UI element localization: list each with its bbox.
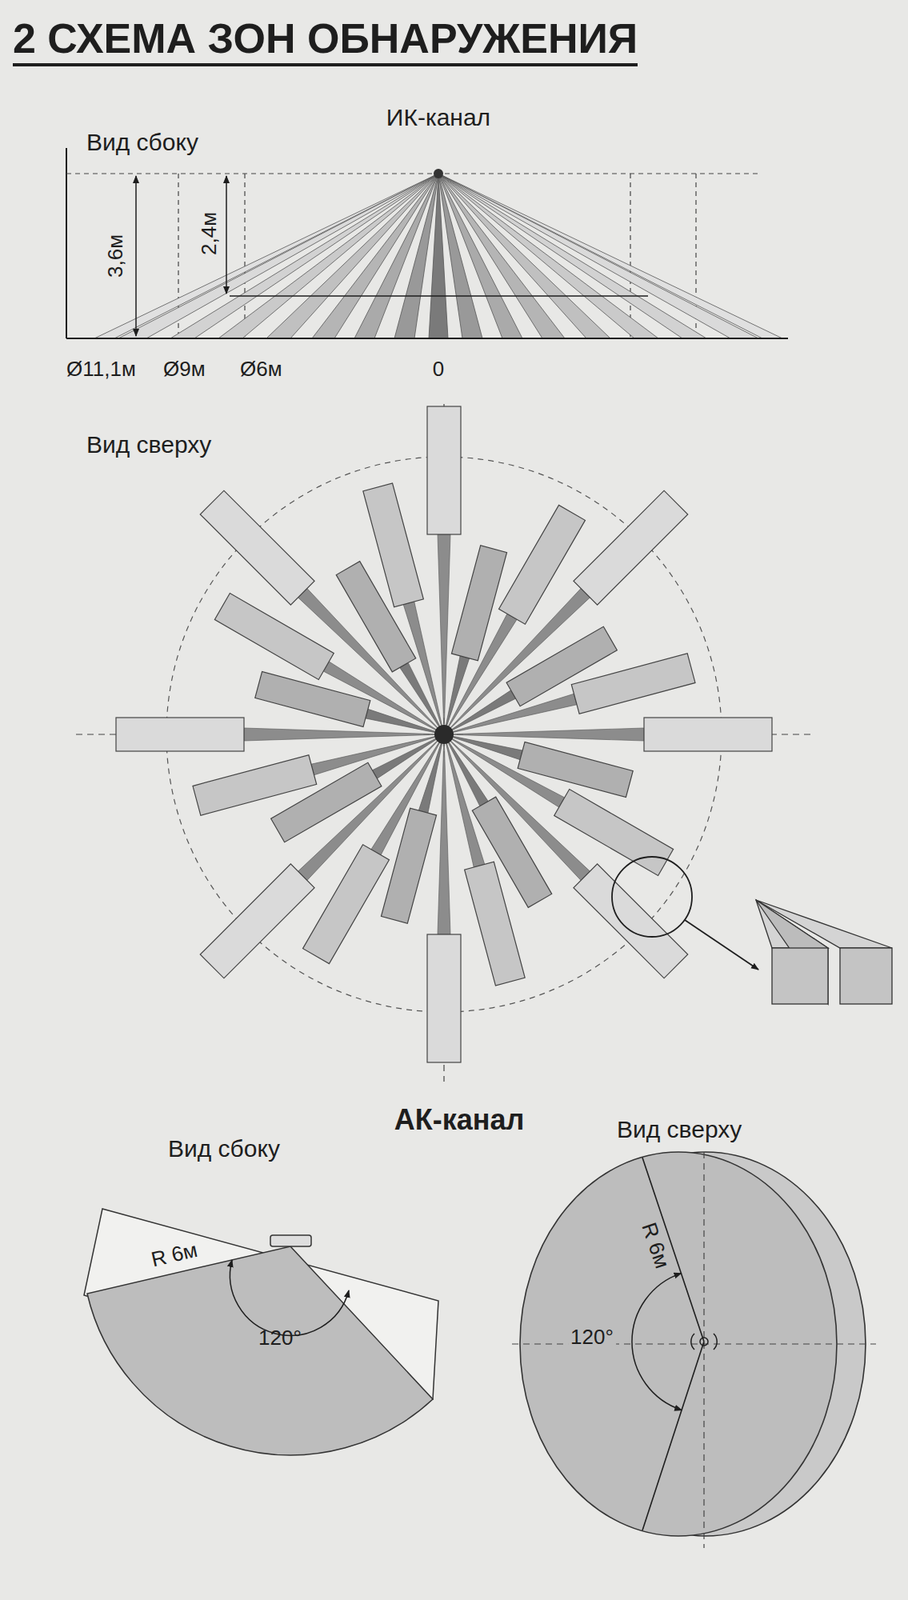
- ir-zone: [432, 728, 552, 908]
- axis-line: [512, 1343, 876, 1344]
- angle-arc: [632, 1273, 682, 1411]
- radius-line: [642, 1341, 704, 1531]
- view-heading: Вид сверху: [86, 431, 212, 460]
- inset-arrow: [684, 920, 759, 970]
- ir-zones: [116, 406, 772, 1063]
- sensor-point: [434, 724, 454, 744]
- ir-beam: [438, 173, 707, 339]
- sensor-symbol: [691, 1333, 717, 1350]
- page-title: 2 СХЕМА ЗОН ОБНАРУЖЕНИЯ: [12, 16, 638, 67]
- view-heading: Вид сбоку: [86, 128, 199, 157]
- sensor-symbol: [700, 1337, 708, 1346]
- view-heading: Вид сверху: [616, 1116, 742, 1144]
- angle-label: 120°: [258, 1326, 302, 1351]
- ak-side-view: [84, 1208, 439, 1456]
- ir-zone: [336, 561, 456, 742]
- angle-label: 120°: [568, 1325, 616, 1350]
- ak-sector: [87, 1246, 433, 1456]
- dimension-arrow: [225, 176, 228, 294]
- ir-side-view: [66, 148, 788, 339]
- zone-wedge: [756, 900, 892, 948]
- mount-height-line: [66, 172, 760, 174]
- ir-beam: [266, 173, 439, 339]
- ir-zone: [380, 731, 457, 924]
- zone-box: [772, 948, 828, 1004]
- ir-zone: [255, 671, 448, 748]
- dimension-label: Ø11,1м: [66, 357, 136, 382]
- floor-line: [66, 337, 788, 340]
- sensor-housing: [270, 1235, 312, 1247]
- angle-arc: [230, 1260, 349, 1336]
- dimension-label: 0: [432, 357, 444, 382]
- ak-zone: [520, 1152, 837, 1536]
- channel-heading: ИК-канал: [386, 104, 491, 132]
- ir-beam: [94, 173, 439, 339]
- diameter-guide: [244, 173, 245, 339]
- ir-zone: [271, 722, 452, 842]
- axis-line: [703, 1152, 704, 1548]
- reference-line: [65, 148, 68, 339]
- ir-beam: [312, 173, 439, 339]
- inset-circle: [612, 856, 692, 937]
- zone-box: [840, 948, 892, 1004]
- ir-beam: [118, 173, 439, 339]
- ir-top-view: [76, 404, 892, 1082]
- ir-beam: [218, 173, 439, 339]
- ak-top-view: [512, 1152, 876, 1548]
- ir-beam: [438, 173, 783, 339]
- ir-beam: [354, 173, 439, 339]
- ir-beams: [94, 173, 783, 339]
- zone-detail: [756, 900, 892, 1004]
- height-level-line: [229, 295, 648, 297]
- sensor-point: [433, 168, 444, 179]
- ir-zone: [437, 626, 618, 746]
- dimension-label: Ø9м: [163, 357, 206, 382]
- ir-beam: [438, 173, 659, 339]
- ir-beam: [170, 173, 439, 339]
- ir-zone: [431, 545, 508, 739]
- dimension-label: Ø6м: [240, 357, 283, 382]
- dimension-arrow: [135, 176, 137, 336]
- ir-beam: [438, 173, 523, 339]
- view-heading: Вид сбоку: [168, 1135, 280, 1164]
- diameter-guide: [629, 173, 631, 339]
- ir-zone: [440, 721, 634, 798]
- dimension-label: 2,4м: [197, 212, 222, 256]
- channel-heading: АК-канал: [394, 1103, 525, 1136]
- dimension-label: 3,6м: [104, 234, 128, 278]
